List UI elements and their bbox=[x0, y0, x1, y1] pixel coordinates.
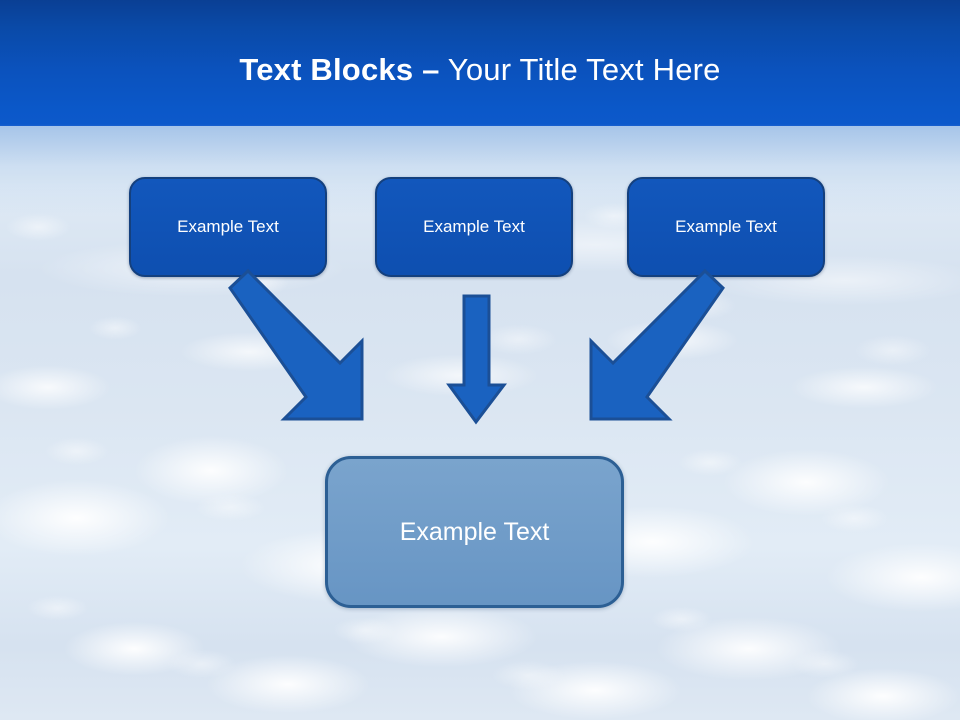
text-block-3-label: Example Text bbox=[675, 217, 777, 236]
text-block-1-label: Example Text bbox=[177, 217, 279, 236]
slide-title-light: Your Title Text Here bbox=[447, 52, 721, 87]
slide-title: Text Blocks – Your Title Text Here bbox=[0, 50, 960, 90]
summary-text-block-label: Example Text bbox=[399, 517, 550, 546]
text-block-2-label: Example Text bbox=[423, 217, 525, 236]
text-block-3[interactable]: Example Text bbox=[627, 177, 825, 277]
text-block-1[interactable]: Example Text bbox=[129, 177, 327, 277]
summary-text-block[interactable]: Example Text bbox=[325, 456, 624, 608]
text-block-2[interactable]: Example Text bbox=[375, 177, 573, 277]
slide-title-bold: Text Blocks – bbox=[239, 52, 440, 87]
